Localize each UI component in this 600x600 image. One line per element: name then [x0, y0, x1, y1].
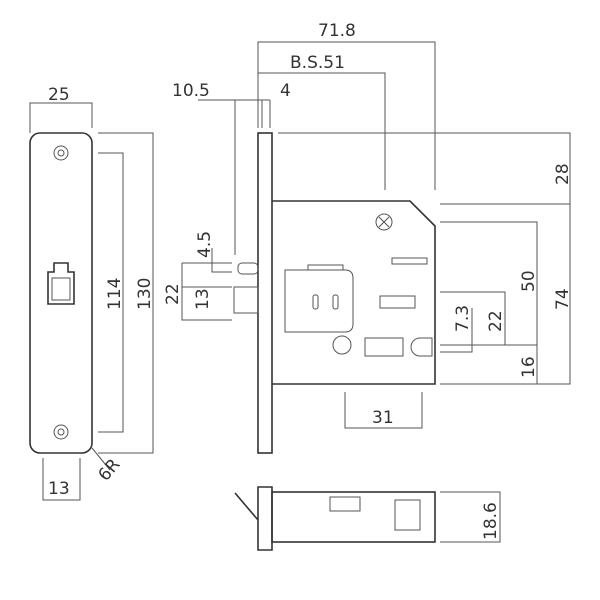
dim-4: 4	[280, 81, 291, 101]
strike-plate	[29, 102, 154, 501]
dim-50: 50	[519, 270, 539, 292]
dim-10-5: 10.5	[172, 81, 210, 101]
dim-16: 16	[519, 356, 539, 378]
dim-31: 31	[372, 408, 394, 428]
dim-18-6: 18.6	[481, 502, 501, 540]
lock-bottom-view	[234, 486, 501, 551]
dim-74: 74	[553, 288, 573, 310]
dim-28: 28	[553, 163, 573, 185]
dim-backset: B.S.51	[290, 53, 345, 73]
dim-13-bottom: 13	[48, 479, 70, 499]
dim-22-lower: 22	[486, 310, 506, 332]
dim-114: 114	[105, 278, 125, 310]
dim-6r: 6R	[95, 455, 125, 485]
lock-body	[233, 132, 436, 454]
dim-13-bolt: 13	[193, 288, 213, 310]
dim-4-5: 4.5	[195, 231, 215, 258]
dim-22-latch: 22	[163, 283, 183, 305]
dim-130: 130	[135, 278, 155, 310]
dim-71-8: 71.8	[318, 21, 356, 41]
dim-7-3: 7.3	[453, 305, 473, 332]
dim-25: 25	[48, 85, 70, 105]
